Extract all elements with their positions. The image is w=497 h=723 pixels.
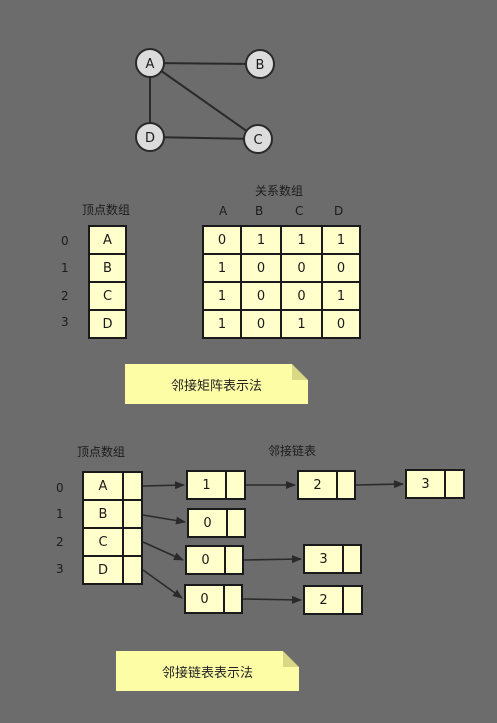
graph-node-label: C (253, 133, 262, 148)
graph-edge (149, 62, 259, 140)
list-vertex-cell: D (82, 555, 124, 585)
graph-node-label: D (145, 131, 155, 146)
matrix-col-header: C (295, 204, 304, 218)
list-node-next (336, 470, 356, 500)
list-arrow (142, 569, 183, 599)
list-arrow (355, 480, 404, 489)
list-arrow (242, 595, 302, 604)
graph-node-circle (245, 49, 275, 79)
matrix-cell: 0 (240, 309, 282, 339)
vertex-array-title: 顶点数组 (82, 203, 131, 217)
matrix-row-index: 3 (61, 315, 69, 329)
graph-edges (149, 62, 261, 140)
list-node-value: 2 (297, 470, 338, 500)
matrix-row-index: 0 (61, 234, 69, 248)
graph-node: A (135, 48, 165, 78)
graph-node: C (243, 124, 273, 154)
list-node-next (444, 469, 465, 499)
list-row-index: 3 (56, 562, 64, 576)
graph-edge (149, 136, 259, 140)
matrix-row-index: 1 (61, 261, 69, 275)
vertex-cell: D (88, 309, 127, 339)
list-node-next (342, 585, 363, 615)
matrix-col-header: B (255, 204, 264, 218)
list-node-next (342, 544, 362, 574)
graph-edge (149, 62, 261, 65)
list-node-value: 0 (185, 545, 226, 575)
list-node-value: 0 (187, 508, 228, 538)
matrix-cell: 1 (202, 281, 242, 311)
list-arrow (142, 481, 185, 490)
adjacency-list-title: 邻接链表 (268, 444, 317, 458)
vertex-cell: C (88, 281, 127, 311)
matrix-cell: 0 (321, 309, 361, 339)
list-pointer-cell (122, 555, 143, 585)
matrix-cell: 1 (321, 281, 361, 311)
list-node-next (223, 584, 243, 614)
list-node-next (226, 508, 246, 538)
matrix-cell: 0 (240, 253, 282, 283)
list-node-value: 1 (186, 470, 227, 500)
matrix-row-index: 2 (61, 289, 69, 303)
list-pointer-cell (122, 527, 143, 557)
graph-node-circle (135, 122, 165, 152)
list-row-index: 1 (56, 507, 64, 521)
matrix-note: 邻接矩阵表示法 (125, 364, 308, 404)
matrix-cell: 0 (321, 253, 361, 283)
list-arrows (142, 480, 404, 604)
relation-array-title: 关系数组 (255, 184, 304, 198)
list-note-label: 邻接链表表示法 (161, 665, 253, 681)
matrix-col-header: D (334, 204, 344, 218)
matrix-cell: 0 (280, 281, 323, 311)
matrix-cell: 1 (280, 309, 323, 339)
graph-node-circle (243, 124, 273, 154)
list-arrow (142, 541, 184, 561)
matrix-cell: 0 (280, 253, 323, 283)
matrix-cell: 1 (280, 225, 323, 255)
list-node-value: 3 (303, 544, 344, 574)
list-pointer-cell (122, 471, 143, 501)
list-node-next (224, 545, 244, 575)
list-vertex-cell: A (82, 471, 124, 501)
graph-node-label: A (146, 57, 155, 72)
list-node-value: 3 (405, 469, 446, 499)
list-row-index: 0 (56, 481, 64, 495)
matrix-cell: 1 (321, 225, 361, 255)
note-fold-corner (283, 651, 299, 667)
list-arrow (142, 514, 186, 525)
list-pointer-cell (122, 499, 143, 529)
vertex-cell: A (88, 225, 127, 255)
graph-nodes: A B C D (135, 48, 275, 154)
graph-node: D (135, 122, 165, 152)
matrix-cell: 1 (240, 225, 282, 255)
list-node-value: 2 (303, 585, 344, 615)
list-vertex-cell: C (82, 527, 124, 557)
graph-node-circle (135, 48, 165, 78)
matrix-cell: 1 (202, 309, 242, 339)
list-arrow (243, 555, 302, 564)
matrix-cell: 1 (202, 253, 242, 283)
list-row-index: 2 (56, 535, 64, 549)
note-fold-corner (292, 364, 308, 380)
list-vertex-array-title: 顶点数组 (77, 445, 126, 459)
vertex-cell: B (88, 253, 127, 283)
list-vertex-cell: B (82, 499, 124, 529)
graph-node: B (245, 49, 275, 79)
list-node-next (225, 470, 246, 500)
graph-node-label: B (256, 58, 265, 73)
matrix-col-header: A (219, 204, 228, 218)
matrix-note-label: 邻接矩阵表示法 (170, 378, 262, 394)
matrix-cell: 0 (202, 225, 242, 255)
list-node-value: 0 (184, 584, 225, 614)
list-note: 邻接链表表示法 (116, 651, 299, 691)
matrix-cell: 0 (240, 281, 282, 311)
